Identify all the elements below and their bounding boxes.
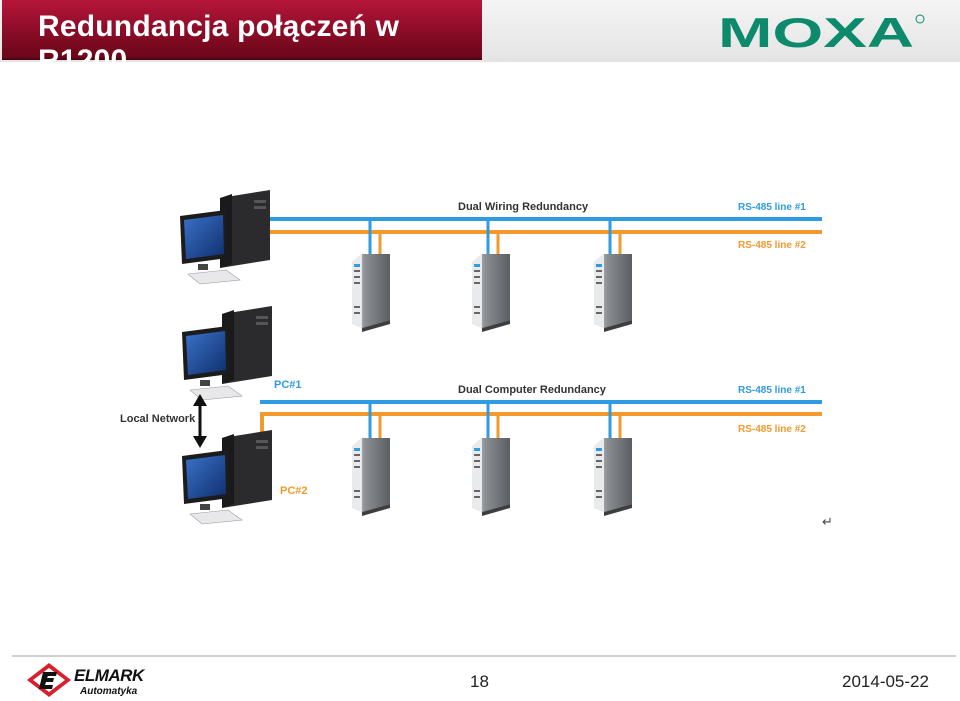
- slide-header: Redundancja połączeń w R1200 MOXA: [0, 0, 960, 77]
- elmark-company-name: ELMARK: [74, 666, 144, 685]
- rs485-line2-label-bottom: RS-485 line #2: [738, 424, 806, 435]
- device-drops-bottom: [368, 402, 622, 442]
- rs485-line1-label-bottom: RS-485 line #1: [738, 385, 806, 396]
- device-drops-top: [368, 219, 622, 260]
- r1200-device-top-1: [352, 254, 390, 332]
- slide-date: 2014-05-22: [842, 672, 929, 691]
- pc2-label: PC#2: [280, 485, 308, 497]
- elmark-logo-icon: [27, 663, 71, 697]
- title-bar: Redundancja połączeń w R1200: [2, 0, 482, 77]
- registered-mark-icon: [915, 14, 925, 24]
- r1200-device-bottom-2: [472, 438, 510, 516]
- r1200-device-bottom-3: [594, 438, 632, 516]
- return-glyph-icon: ↵: [822, 514, 833, 529]
- r1200-device-bottom-1: [352, 438, 390, 516]
- footer-divider: [12, 655, 956, 657]
- r1200-device-top-3: [594, 254, 632, 332]
- slide-title: Redundancja połączeń w R1200: [38, 10, 400, 77]
- pc-icon-top: [179, 189, 271, 285]
- network-diagram: Dual Wiring Redundancy RS-485 line #1 RS…: [120, 189, 822, 525]
- moxa-logo: MOXA: [718, 12, 925, 52]
- pc2-icon: [181, 429, 273, 525]
- local-network-arrow-icon: [193, 394, 207, 448]
- local-network-label: Local Network: [120, 413, 196, 425]
- pc1-label: PC#1: [274, 379, 302, 391]
- r1200-device-top-2: [472, 254, 510, 332]
- page-number: 18: [470, 672, 489, 691]
- rs485-line2-label-top: RS-485 line #2: [738, 240, 806, 251]
- moxa-logo-text: MOXA: [718, 12, 914, 52]
- pc1-link-line: [260, 400, 822, 404]
- elmark-company-subtitle: Automatyka: [80, 686, 138, 697]
- dual-wiring-label: Dual Wiring Redundancy: [458, 201, 589, 213]
- rs485-line1-label-top: RS-485 line #1: [738, 202, 806, 213]
- dual-computer-label: Dual Computer Redundancy: [458, 384, 607, 396]
- pc1-icon: [181, 305, 273, 401]
